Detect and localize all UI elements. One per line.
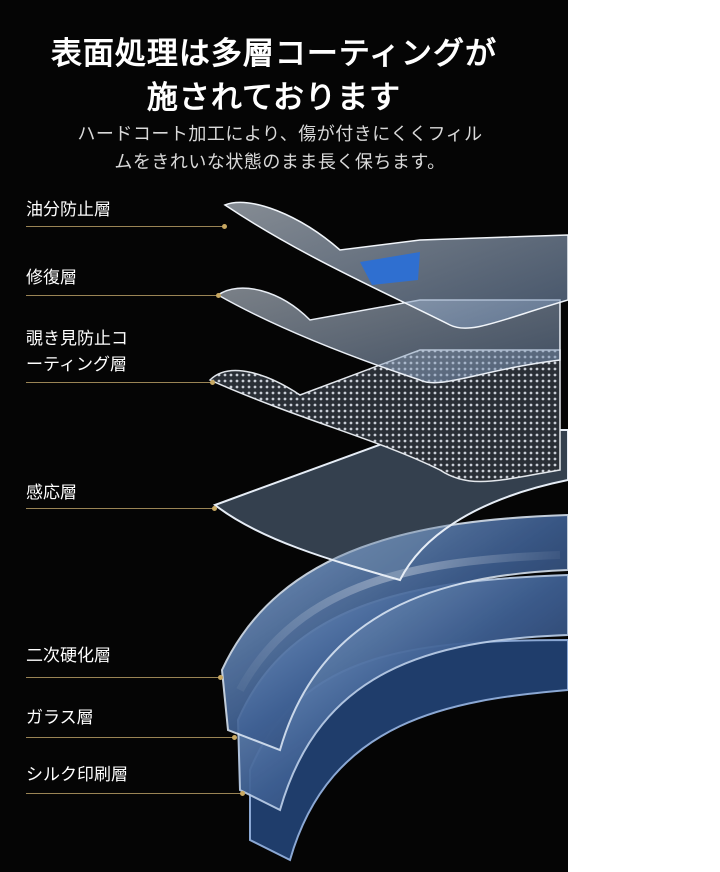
label-silk-print-layer: シルク印刷層 [26, 765, 128, 785]
leader-dot-glass [232, 735, 237, 740]
leader-dot-silk-print [240, 791, 245, 796]
oil-proof-layer-shape [223, 201, 568, 329]
leader-dot-sensing [212, 506, 217, 511]
label-anti-peep-layer-1: 覗き見防止コ [26, 329, 128, 349]
description-line-1: ハードコート加工により、傷が付きにくくフィル [77, 124, 483, 145]
label-secondary-hardening-layer: 二次硬化層 [26, 646, 111, 666]
anti-peep-layer-shape [208, 349, 561, 483]
leader-dot-anti-peep [210, 380, 215, 385]
label-glass-layer: ガラス層 [26, 708, 94, 728]
leader-dot-repair [216, 293, 221, 298]
layer-stack-illustration [208, 201, 568, 862]
label-oil-proof-layer: 油分防止層 [26, 200, 111, 220]
label-anti-peep-layer-2: ーティング層 [26, 355, 127, 375]
secondary-hardening-layer-shape [220, 513, 568, 752]
leader-line-repair [26, 295, 218, 296]
leader-line-glass [26, 737, 234, 738]
leader-line-oil-proof [26, 226, 224, 227]
page-title-line-2: 施されております [146, 80, 402, 116]
leader-line-secondary-hardening [26, 677, 220, 678]
product-feature-panel: 表面処理は多層コーティングが 施されております ハードコート加工により、傷が付き… [0, 0, 568, 872]
leader-line-anti-peep [26, 382, 212, 383]
description-line-2: ムをきれいな状態のまま長く保ちます。 [114, 152, 446, 173]
label-repair-layer: 修復層 [26, 268, 77, 288]
page-margin [568, 0, 720, 872]
leader-dot-secondary-hardening [218, 675, 223, 680]
leader-dot-oil-proof [222, 224, 227, 229]
leader-line-silk-print [26, 793, 242, 794]
leader-line-sensing [26, 508, 214, 509]
page-title-line-1: 表面処理は多層コーティングが [50, 36, 498, 72]
label-sensing-layer: 感応層 [26, 483, 77, 503]
